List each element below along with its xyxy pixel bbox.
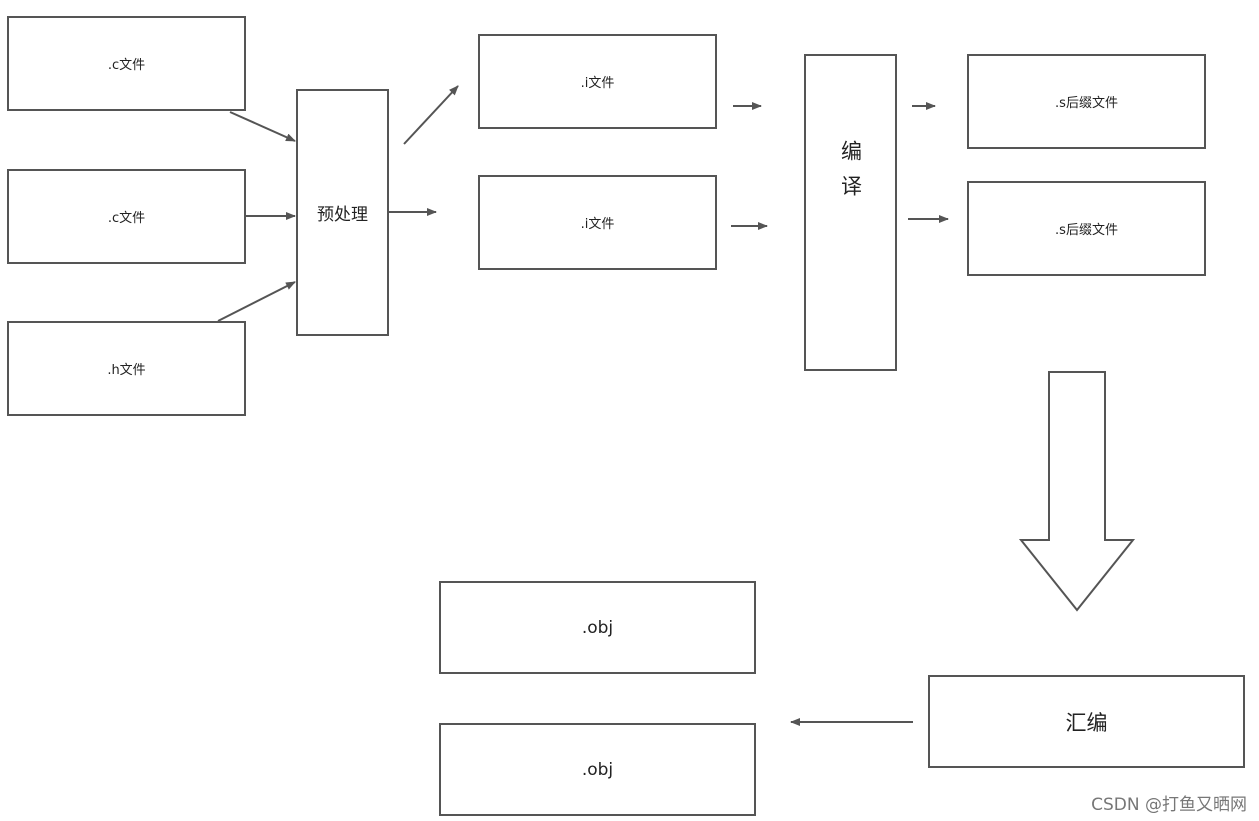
arrow-c1-to-preprocess [229,111,296,142]
preprocess-box: 预处理 [296,89,389,336]
assemble-box: 汇编 [928,675,1245,768]
input-file-c-2: .c文件 [7,169,246,264]
compile-box: 编译 [804,54,897,371]
i-file-label: .i文件 [580,217,615,232]
s-file-label: .s后缀文件 [1055,96,1118,111]
input-file-label: .c文件 [107,211,146,226]
s-file-1: .s后缀文件 [967,54,1206,149]
arrow-preprocess-to-i1 [403,85,459,145]
i-file-label: .i文件 [580,76,615,91]
input-file-c-1: .c文件 [7,16,246,111]
i-file-1: .i文件 [478,34,717,129]
watermark: CSDN @打鱼又晒网 [1091,795,1247,815]
preprocess-label: 预处理 [317,205,368,225]
arrow-h-to-preprocess [217,281,296,322]
compile-label: 编译 [838,140,863,210]
s-file-2: .s后缀文件 [967,181,1206,276]
assemble-label: 汇编 [1065,710,1108,735]
s-file-label: .s后缀文件 [1055,223,1118,238]
obj-file-label: .obj [581,759,614,780]
input-file-h: .h文件 [7,321,246,416]
big-down-arrow [1018,371,1136,612]
obj-file-2: .obj [439,723,756,816]
obj-file-1: .obj [439,581,756,674]
i-file-2: .i文件 [478,175,717,270]
input-file-label: .h文件 [107,363,146,378]
obj-file-label: .obj [581,617,614,638]
input-file-label: .c文件 [107,58,146,73]
